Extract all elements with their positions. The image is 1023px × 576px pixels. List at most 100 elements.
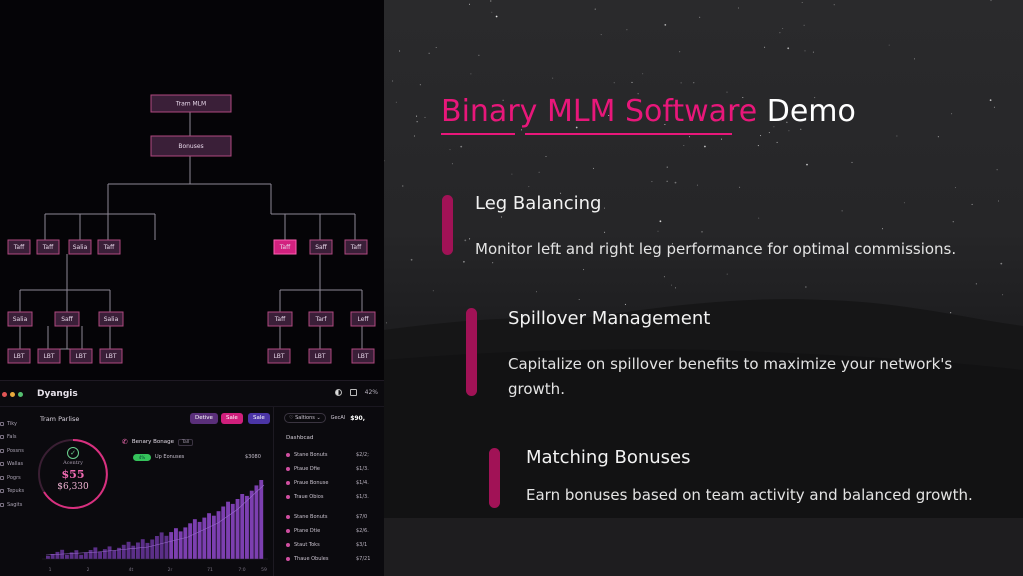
window-zoom-dot[interactable] <box>18 392 23 397</box>
row-value: $3/1 <box>356 541 368 548</box>
tree-level4-node-2-box[interactable] <box>37 348 61 364</box>
tree-level2-node-2-box[interactable] <box>36 239 60 255</box>
list-row[interactable]: Thaue Obules$7/21 <box>286 552 382 565</box>
tree-bonuses-box[interactable] <box>150 135 232 157</box>
tree-level2-node-5-box[interactable] <box>273 239 297 255</box>
star <box>689 136 690 138</box>
tree-level3-node-1-box[interactable] <box>7 311 33 327</box>
sidebar-item-6[interactable]: Tepuks <box>0 485 28 499</box>
tree-level2-node-7-box[interactable] <box>344 239 368 255</box>
row-bullet-icon <box>286 542 290 547</box>
tree-level4-node-3-box[interactable] <box>69 348 93 364</box>
star <box>600 34 602 36</box>
chart-bar <box>174 528 178 559</box>
star <box>583 269 585 271</box>
tree-level4-node-3-label: LBT <box>75 353 86 360</box>
window-close-dot[interactable] <box>2 392 7 397</box>
detive-pill-button[interactable]: Detive <box>190 413 218 424</box>
star <box>696 184 698 186</box>
row-bullet-icon <box>286 528 290 533</box>
theme-icon[interactable] <box>334 389 342 396</box>
sidebar-item-1[interactable]: Tiky <box>0 417 28 431</box>
star <box>693 82 695 84</box>
chart-bar <box>79 554 84 559</box>
filter-select[interactable]: GecAl <box>330 415 346 421</box>
tree-root-box[interactable] <box>150 94 232 113</box>
star <box>998 200 999 202</box>
tree-level4-node-4-box[interactable] <box>99 348 123 364</box>
tree-level2-node-4-box[interactable] <box>97 239 121 255</box>
list-row[interactable]: Stane Bonuts$2/2; <box>286 448 382 461</box>
star <box>950 312 952 314</box>
chart-bar <box>65 554 69 559</box>
window-minimize-dot[interactable] <box>10 392 15 397</box>
tree-level3-node-4-box[interactable] <box>267 311 293 327</box>
tree-level3-node-2-box[interactable] <box>54 311 80 327</box>
star <box>726 273 728 275</box>
tree-level3-node-3-label: Salia <box>104 316 119 323</box>
star <box>993 106 995 108</box>
chart-amount: $3080 <box>245 454 261 460</box>
star <box>432 290 434 292</box>
star <box>469 238 471 240</box>
topbar-percent: 42% <box>364 389 378 396</box>
feature-3-description: Earn bonuses based on team activity and … <box>526 486 973 504</box>
chart-bar <box>245 495 249 559</box>
tree-level4-node-1-box[interactable] <box>7 348 31 364</box>
tree-level3-node-5-box[interactable] <box>308 311 334 327</box>
tree-level3-node-3-box[interactable] <box>98 311 124 327</box>
chart-period-select[interactable]: Tall <box>178 438 194 446</box>
list-row[interactable]: Traue Obios$1/3. <box>286 490 382 503</box>
tree-level2-node-1-box[interactable] <box>7 239 31 255</box>
tree-level2-node-6-box[interactable] <box>309 239 333 255</box>
sidebar-item-3[interactable]: Possns <box>0 444 28 458</box>
sidebar-item-5[interactable]: Pogrs <box>0 471 28 485</box>
sidebar-item-4[interactable]: Wallas <box>0 458 28 472</box>
chart-bar <box>207 513 211 559</box>
star <box>804 50 806 52</box>
saltions-button[interactable]: ♡ Saltions ⌄ <box>284 413 326 423</box>
dashboard-list-card: ♡ Saltions ⌄ GecAl $90, Dashbcad Stane B… <box>280 407 384 576</box>
star <box>896 135 898 137</box>
tree-level3-node-6-label: Leff <box>357 316 369 323</box>
star <box>701 231 703 233</box>
list-amount: $90, <box>350 414 365 422</box>
star <box>914 58 915 60</box>
list-row[interactable]: Ptane Dtie$2/6. <box>286 524 382 537</box>
feature-2-description: Capitalize on spillover benefits to maxi… <box>508 355 953 398</box>
sale-pill-button[interactable]: Sale <box>221 413 243 424</box>
tree-level4-node-6-box[interactable] <box>308 348 332 364</box>
row-value: $1/3. <box>356 465 369 472</box>
sale-pill-button-2[interactable]: Sale <box>248 413 270 424</box>
star <box>1000 262 1003 265</box>
list-row[interactable]: Praue Bonuse$1/4. <box>286 476 382 489</box>
sidebar-item-2[interactable]: Fals <box>0 431 28 445</box>
list-row[interactable]: Stane Bonuts$7/0 <box>286 510 382 523</box>
tree-level2-node-6-label: Saff <box>315 244 327 251</box>
star <box>555 252 558 254</box>
sidebar-item-label: Wallas <box>7 461 24 468</box>
chart-bar <box>69 552 74 559</box>
tree-level4-node-5-box[interactable] <box>267 348 291 364</box>
heading-highlight: Binary MLM Software <box>441 94 758 129</box>
list-row[interactable]: Staut Toks$3/1 <box>286 538 382 551</box>
star <box>416 115 418 117</box>
star <box>851 161 853 163</box>
star <box>637 93 639 95</box>
bonus-toggle[interactable]: 4% <box>133 454 151 461</box>
lock-icon[interactable] <box>349 389 357 396</box>
tree-level3-node-6-box[interactable] <box>350 311 376 327</box>
feature-1-accent-bar <box>442 195 453 255</box>
star <box>726 91 728 93</box>
tree-level4-node-7-box[interactable] <box>351 348 375 364</box>
star <box>594 8 596 10</box>
star <box>812 51 814 53</box>
sidebar-item-7[interactable]: Sagits <box>0 498 28 512</box>
chart-bar <box>107 546 112 559</box>
list-row[interactable]: Ptaue Dfie$1/3. <box>286 462 382 475</box>
tree-level2-node-3-box[interactable] <box>68 239 92 255</box>
star <box>559 115 561 117</box>
star <box>392 80 394 82</box>
